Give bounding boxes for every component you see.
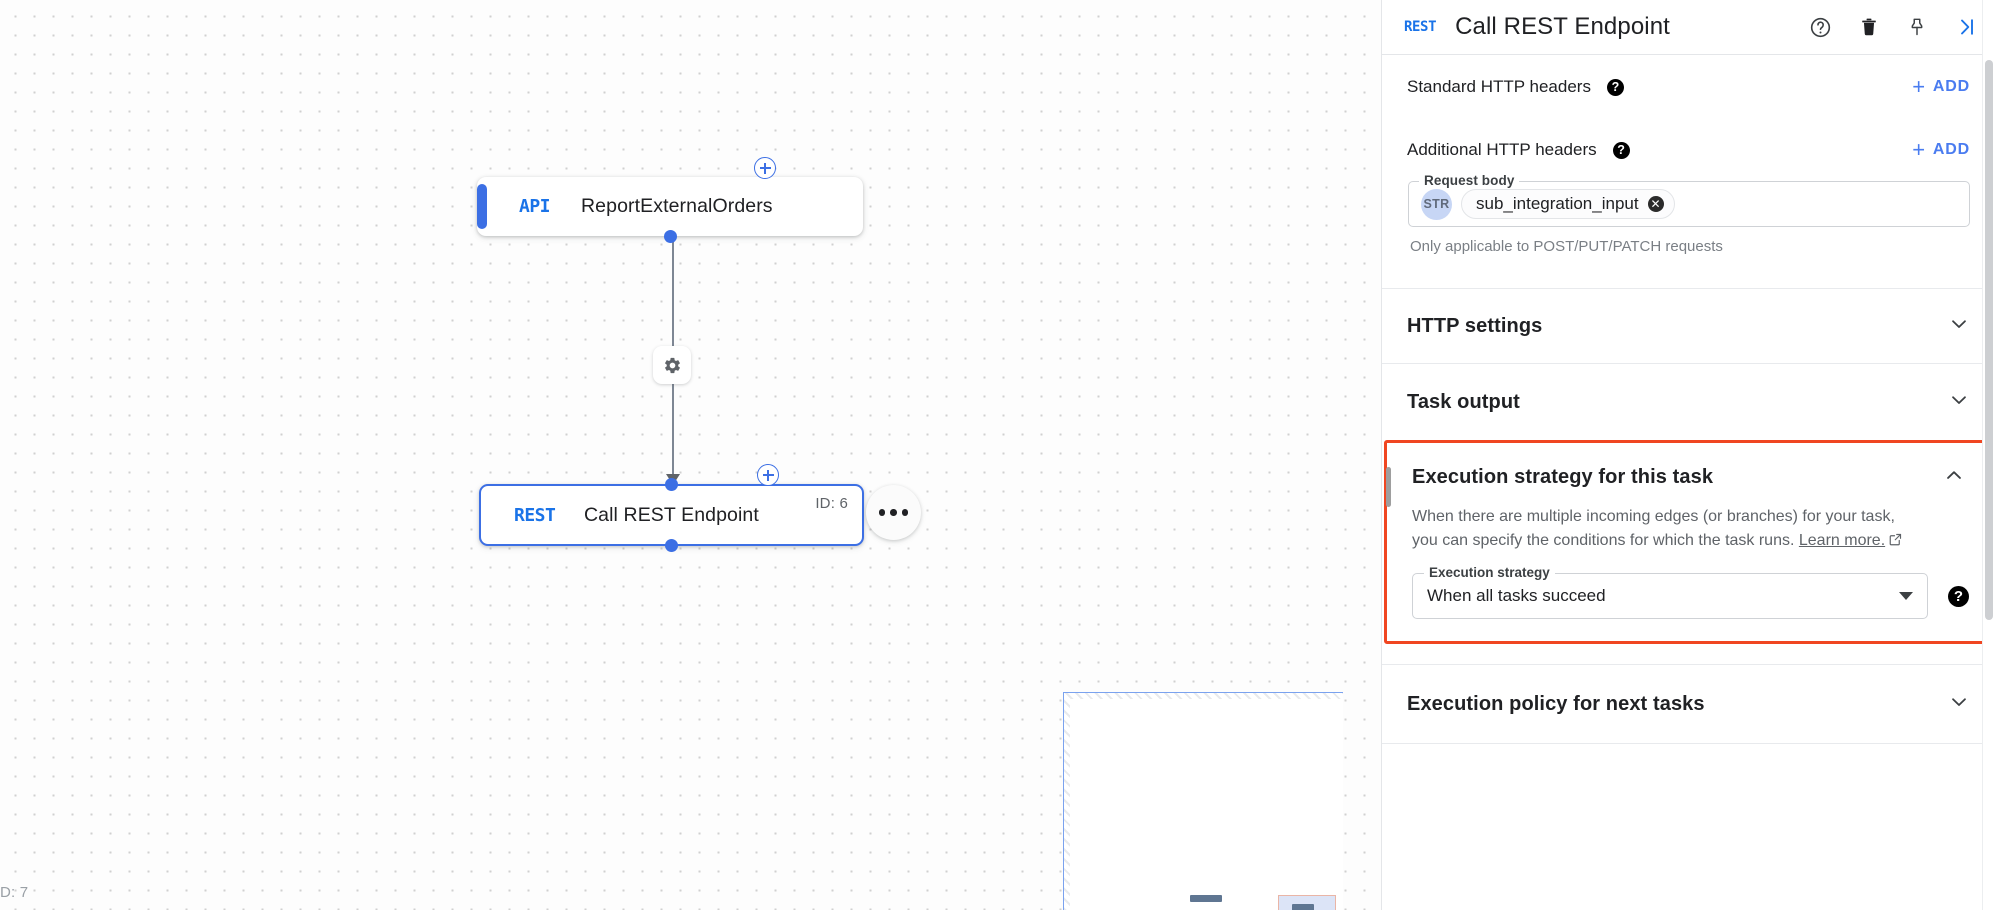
clear-circle-icon[interactable]: ✕ bbox=[1647, 196, 1664, 212]
section-title: Execution policy for next tasks bbox=[1407, 692, 1705, 715]
chevron-down-icon bbox=[1948, 313, 1970, 340]
minimap-selection bbox=[1278, 895, 1336, 910]
plus-icon: + bbox=[1912, 137, 1926, 162]
section-title: Execution strategy for this task bbox=[1412, 465, 1714, 488]
execution-strategy-select-row: Execution strategy When all tasks succee… bbox=[1387, 554, 1991, 641]
standard-http-headers-label: Standard HTTP headers bbox=[1407, 77, 1591, 96]
divider bbox=[1382, 288, 1996, 289]
chevron-down-icon bbox=[1948, 389, 1970, 416]
node-type-label: API bbox=[519, 196, 551, 217]
add-additional-header-button[interactable]: + ADD bbox=[1912, 139, 1970, 161]
task-config-panel: REST Call REST Endpoint bbox=[1381, 0, 1996, 910]
workflow-canvas[interactable]: API ReportExternalOrders REST Call REST … bbox=[0, 0, 1381, 910]
type-chip-str: STR bbox=[1421, 188, 1452, 220]
description-line-1: When there are multiple incoming edges (… bbox=[1412, 508, 1895, 525]
chevron-up-icon bbox=[1943, 464, 1965, 491]
add-standard-header-button[interactable]: + ADD bbox=[1912, 76, 1970, 98]
section-title: HTTP settings bbox=[1407, 314, 1543, 337]
section-task-output[interactable]: Task output bbox=[1382, 364, 1996, 440]
workflow-node-api[interactable]: API ReportExternalOrders bbox=[477, 177, 863, 243]
panel-scrollbar-thumb[interactable] bbox=[1985, 60, 1993, 620]
panel-header: REST Call REST Endpoint bbox=[1382, 0, 1996, 55]
add-label: ADD bbox=[1932, 78, 1970, 95]
panel-body: Standard HTTP headers ? + ADD Additional… bbox=[1382, 55, 1996, 745]
node-output-port[interactable] bbox=[663, 229, 677, 243]
divider bbox=[1382, 664, 1996, 666]
node-title: ReportExternalOrders bbox=[581, 195, 773, 217]
help-filled-icon[interactable]: ? bbox=[1948, 585, 1969, 607]
panel-scrollbar-track[interactable] bbox=[1982, 0, 1996, 910]
request-body-value: sub_integration_input bbox=[1476, 194, 1639, 213]
more-horizontal-icon[interactable] bbox=[866, 485, 921, 540]
node-id-label: ID: 6 bbox=[815, 495, 848, 512]
description-line-2: you can specify the conditions for which… bbox=[1412, 531, 1795, 549]
section-title: Task output bbox=[1407, 390, 1520, 413]
panel-header-actions bbox=[1809, 15, 1978, 39]
section-http-settings[interactable]: HTTP settings bbox=[1382, 289, 1996, 363]
minimap-viewport bbox=[1070, 699, 1343, 910]
gear-icon[interactable] bbox=[653, 346, 691, 384]
additional-http-headers-label: Additional HTTP headers bbox=[1407, 140, 1597, 159]
add-label: ADD bbox=[1932, 141, 1970, 158]
panel-type-tag: REST bbox=[1404, 19, 1437, 35]
section-execution-policy[interactable]: Execution policy for next tasks bbox=[1382, 665, 1996, 743]
node-output-port[interactable] bbox=[665, 539, 678, 552]
clipped-node-id-label: D: 7 bbox=[0, 884, 29, 901]
section-execution-strategy: Execution strategy for this task When th… bbox=[1384, 440, 1994, 645]
divider bbox=[1382, 363, 1996, 364]
caret-down-icon[interactable] bbox=[1899, 592, 1913, 601]
request-body-hint: Only applicable to POST/PUT/PATCH reques… bbox=[1410, 238, 1723, 255]
chevron-down-icon bbox=[1948, 691, 1970, 718]
request-body-field[interactable]: Request body STR sub_integration_input ✕ bbox=[1408, 173, 1970, 227]
execution-strategy-description: When there are multiple incoming edges (… bbox=[1387, 505, 1991, 554]
execution-strategy-header[interactable]: Execution strategy for this task bbox=[1387, 443, 1991, 505]
open-in-new-icon[interactable] bbox=[1888, 531, 1903, 555]
trash-icon[interactable] bbox=[1858, 16, 1880, 38]
canvas-minimap[interactable] bbox=[1063, 692, 1343, 910]
standard-http-headers-row: Standard HTTP headers ? + ADD bbox=[1382, 55, 1996, 119]
node-type-label: REST bbox=[514, 504, 556, 526]
divider bbox=[1382, 743, 1996, 745]
panel-inner-scrollbar[interactable] bbox=[1386, 467, 1391, 507]
help-filled-icon[interactable]: ? bbox=[1612, 141, 1630, 159]
execution-strategy-select[interactable]: Execution strategy When all tasks succee… bbox=[1412, 565, 1928, 620]
plus-circle-icon[interactable] bbox=[754, 157, 776, 179]
request-body-value-chip[interactable]: sub_integration_input ✕ bbox=[1461, 189, 1675, 219]
node-accent-bar bbox=[477, 184, 487, 229]
request-body-legend: Request body bbox=[1419, 173, 1520, 188]
node-title: Call REST Endpoint bbox=[584, 503, 759, 526]
execution-strategy-legend: Execution strategy bbox=[1424, 565, 1555, 581]
page-title: Call REST Endpoint bbox=[1455, 13, 1670, 40]
node-input-port[interactable] bbox=[665, 478, 678, 491]
collapse-right-icon[interactable] bbox=[1954, 15, 1978, 39]
help-circle-icon[interactable] bbox=[1809, 16, 1832, 39]
workflow-node-rest[interactable]: REST Call REST Endpoint ID: 6 bbox=[479, 478, 864, 552]
additional-http-headers-row: Additional HTTP headers ? + ADD bbox=[1382, 119, 1996, 181]
help-filled-icon[interactable]: ? bbox=[1606, 78, 1624, 96]
execution-strategy-value: When all tasks succeed bbox=[1427, 586, 1606, 606]
learn-more-link[interactable]: Learn more. bbox=[1798, 531, 1886, 549]
plus-circle-icon[interactable] bbox=[757, 464, 779, 486]
pin-icon[interactable] bbox=[1906, 16, 1928, 38]
plus-icon: + bbox=[1912, 74, 1926, 99]
